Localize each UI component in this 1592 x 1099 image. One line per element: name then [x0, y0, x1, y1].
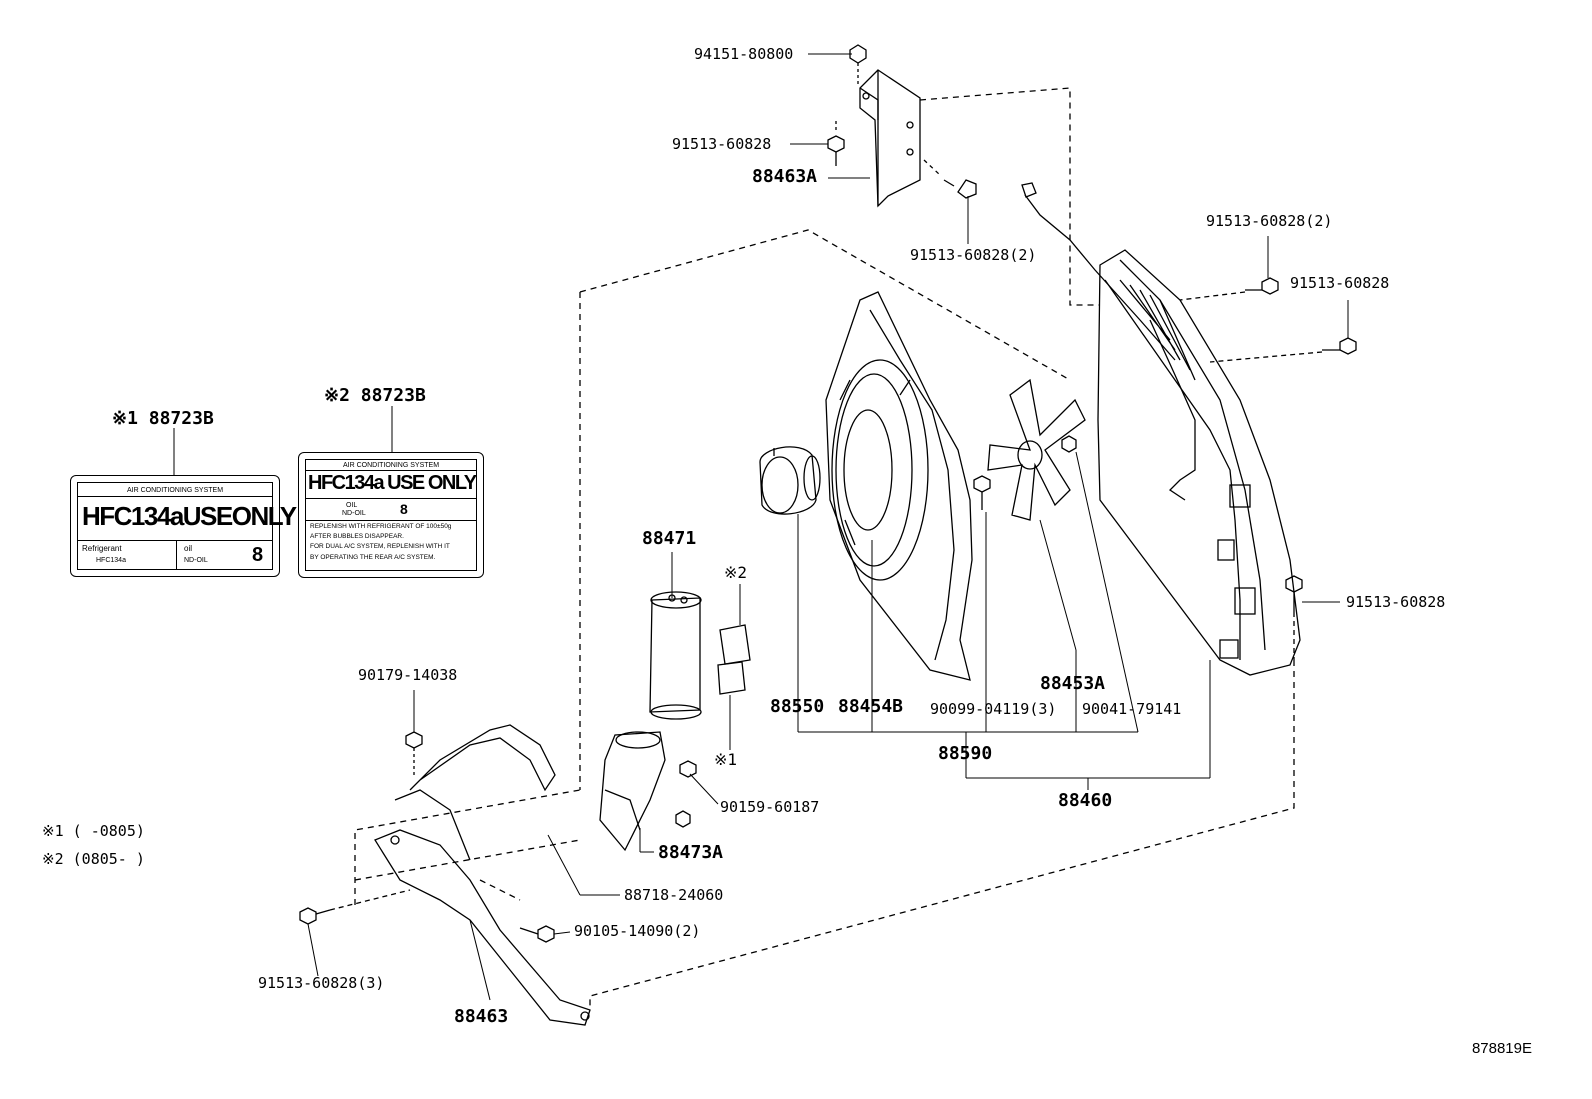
card2-line-4: BY OPERATING THE REAR A/C SYSTEM. — [310, 554, 436, 561]
harness-wire — [1024, 194, 1176, 361]
bolt-91513-2-top — [923, 159, 977, 199]
part-label-91513-60828-2-top: 91513-60828(2) — [910, 246, 1037, 264]
part-label-91513-60828-right1: 91513-60828 — [1290, 274, 1390, 292]
part-label-88453a: 88453A — [1040, 673, 1106, 694]
card2-main-text: HFC134a USE ONLY — [308, 472, 477, 494]
card2-oil-value: ND-OIL — [342, 510, 366, 517]
part-label-88471: 88471 — [642, 528, 697, 549]
card2-line-2: AFTER BUBBLES DISAPPEAR. — [310, 533, 404, 540]
note-mark-1: ※1 ( -0805) — [42, 822, 145, 840]
mark-2-cushion: ※2 — [724, 563, 748, 582]
card1-number: 8 — [252, 544, 264, 566]
bracket-88463a — [859, 69, 921, 208]
part-label-90041-79141: 90041-79141 — [1082, 700, 1182, 718]
card2-line-3: FOR DUAL A/C SYSTEM, REPLENISH WITH IT — [310, 543, 450, 550]
card2-line-1: REPLENISH WITH REFRIGERANT OF 100±50g — [310, 523, 452, 530]
figure-id: 878819E — [1471, 1040, 1532, 1057]
condenser — [1097, 249, 1301, 676]
card2-system: AIR CONDITIONING SYSTEM — [342, 462, 440, 469]
part-label-91513-60828-2-right: 91513-60828(2) — [1206, 212, 1333, 230]
card1-refrigerant-value: HFC134a — [96, 557, 126, 564]
card1-refrigerant: Refrigerant — [82, 544, 122, 553]
card1-system: AIR CONDITIONING SYSTEM — [126, 487, 224, 494]
label-ref-2: ※2 88723B — [324, 385, 426, 406]
part-label-91513-60828-top: 91513-60828 — [672, 135, 772, 153]
lower-bracket-88463 — [374, 724, 591, 1026]
card1-oil: oil — [184, 544, 193, 553]
cushions — [717, 624, 751, 695]
bolts-91513-right — [1179, 277, 1357, 660]
part-label-88590: 88590 — [938, 743, 993, 764]
part-label-94151-80800: 94151-80800 — [694, 45, 794, 63]
receiver-drier — [649, 591, 702, 720]
part-label-88473a: 88473A — [658, 842, 724, 863]
note-mark-2: ※2 (0805- ) — [42, 850, 145, 868]
nut-94151 — [849, 44, 867, 85]
card2-oil: OIL — [346, 502, 358, 509]
fan-blade — [987, 378, 1086, 521]
part-label-90099-04119-3: 90099-04119(3) — [930, 700, 1057, 718]
fan-motor — [759, 446, 821, 515]
part-label-88463a: 88463A — [752, 166, 818, 187]
drier-bracket — [599, 731, 666, 852]
label-ref-1: ※1 88723B — [112, 408, 214, 429]
card1-oil-value: ND-OIL — [184, 557, 208, 564]
mark-1-cushion: ※1 — [714, 750, 738, 769]
part-label-90179-14038: 90179-14038 — [358, 666, 458, 684]
nut-90041 — [1061, 435, 1077, 453]
part-label-88463: 88463 — [454, 1006, 509, 1027]
part-label-88460: 88460 — [1058, 790, 1113, 811]
card2-number: 8 — [400, 501, 408, 517]
bolt-91513-top — [827, 118, 845, 166]
part-label-90159-60187: 90159-60187 — [720, 798, 820, 816]
leader-lines — [173, 53, 1349, 1001]
part-label-90105-14090-2: 90105-14090(2) — [574, 922, 701, 940]
caution-label-card-1: AIR CONDITIONING SYSTEM HFC134aUSEONLY R… — [70, 475, 297, 577]
part-label-88550: 88550 — [770, 696, 825, 717]
part-label-88454b: 88454B — [838, 696, 904, 717]
part-label-91513-60828-right2: 91513-60828 — [1346, 593, 1446, 611]
caution-label-card-2: AIR CONDITIONING SYSTEM HFC134a USE ONLY… — [298, 452, 484, 578]
fan-shroud — [825, 291, 973, 681]
card1-main-text: HFC134aUSEONLY — [82, 501, 297, 531]
screw-90099 — [973, 475, 991, 510]
part-label-91513-60828-3: 91513-60828(3) — [258, 974, 385, 992]
part-label-88718-24060: 88718-24060 — [624, 886, 724, 904]
